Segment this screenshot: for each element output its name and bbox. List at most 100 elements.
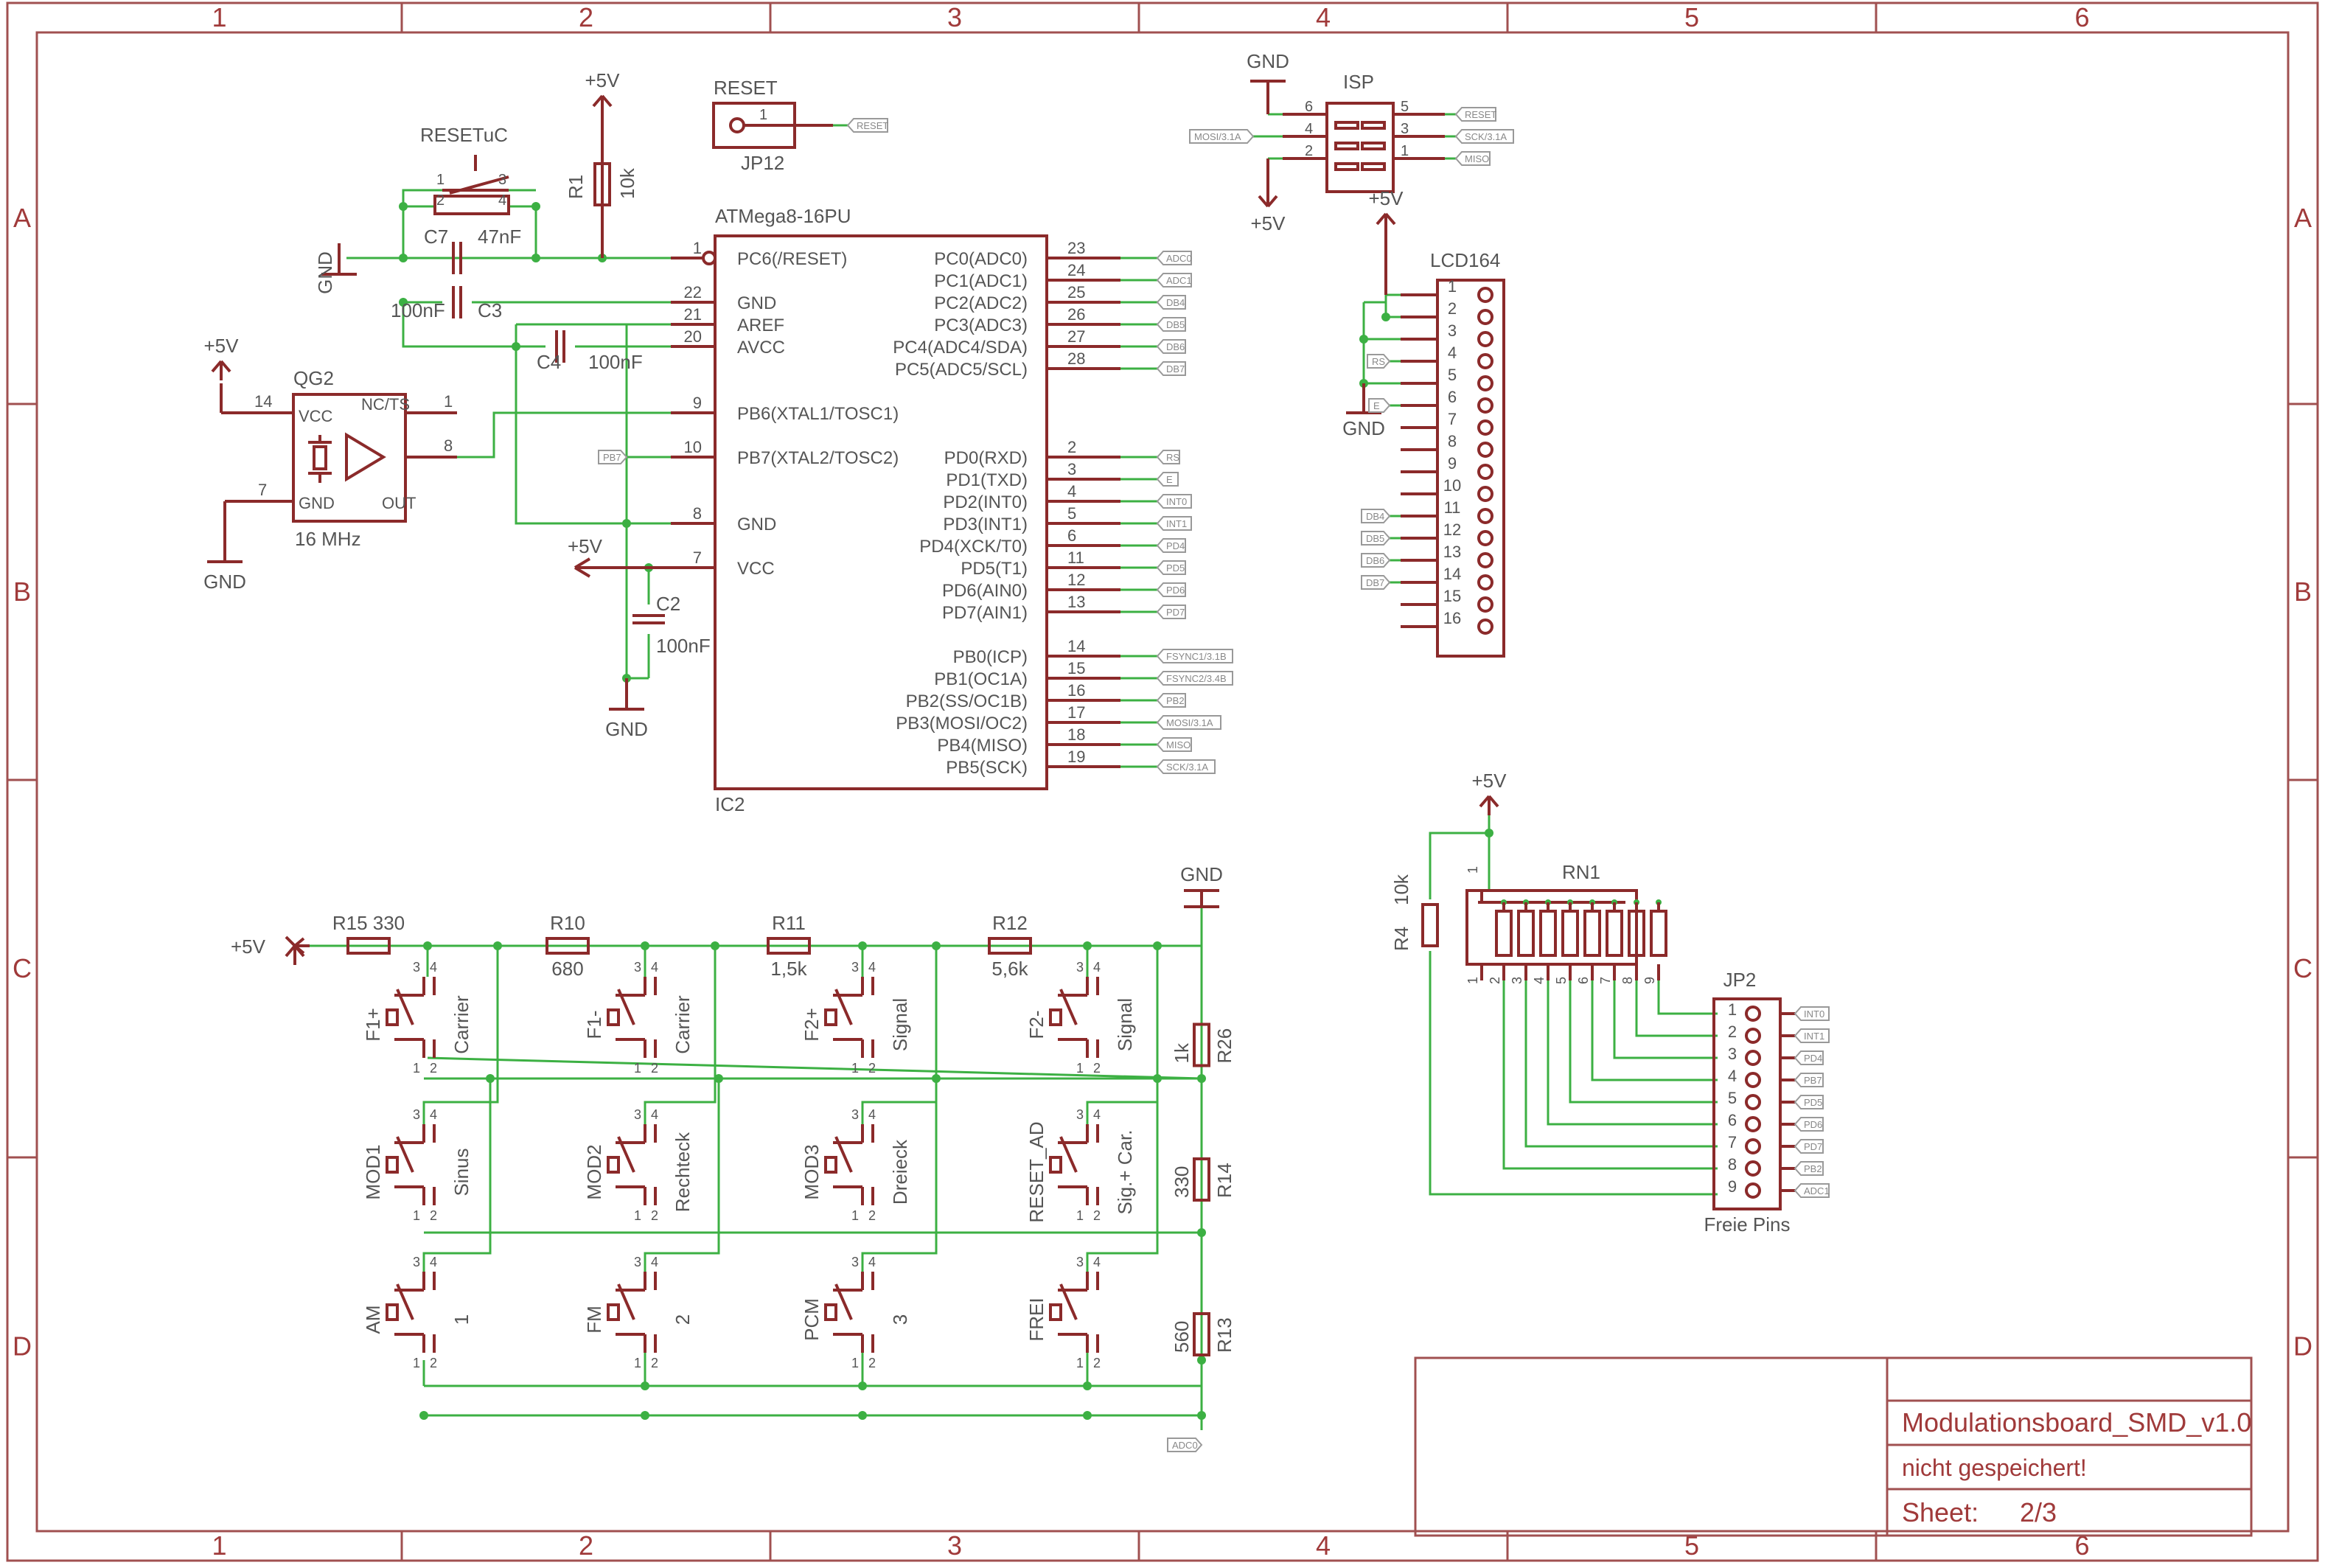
switch-name: MOD2 <box>583 1144 605 1199</box>
rn1-pin-num: 3 <box>1510 977 1524 984</box>
rn1-pin-num: 9 <box>1642 977 1657 984</box>
wire <box>1086 1079 1159 1272</box>
ladder-res-name: R15 330 <box>332 912 405 934</box>
switch-label: Signal <box>889 998 911 1051</box>
jp2-pin-num: 5 <box>1728 1089 1737 1107</box>
ladder-res-value: 680 <box>551 958 583 980</box>
ladder-res <box>346 937 391 955</box>
vcc-lcd <box>1384 212 1396 226</box>
frame-col-label: 3 <box>947 2 962 32</box>
net-tag-text: RESET <box>857 120 888 131</box>
inner-frame <box>35 31 2290 1533</box>
frame-row-label: A <box>13 203 31 233</box>
junction-dot <box>714 1074 723 1083</box>
jp2-pad <box>1745 1182 1761 1199</box>
jp2-pad <box>1745 1094 1761 1110</box>
mcu-pin-num: 4 <box>1067 482 1076 501</box>
net-tag-text: ADC1 <box>1166 275 1192 286</box>
jp2-net-tag <box>1794 1050 1824 1065</box>
net-tag-text: DB4 <box>1166 297 1185 308</box>
mcu-net-tag <box>1156 361 1186 376</box>
wire <box>515 324 671 525</box>
switch <box>834 1136 853 1173</box>
mcu-pin-num: 14 <box>1067 637 1085 655</box>
mcu-pin-name: PD5(T1) <box>961 559 1028 579</box>
net-tag-text: SCK/3.1A <box>1166 762 1208 773</box>
ladder-res-name: R11 <box>772 912 806 934</box>
junction-dot <box>486 1074 495 1083</box>
r4-name: R4 <box>1390 927 1412 951</box>
isp-pin-num: 3 <box>1401 121 1409 137</box>
mcu-net-tag <box>1156 693 1186 708</box>
mcu-pin-name: PC3(ADC3) <box>934 316 1028 335</box>
switch-label: Carrier <box>672 995 694 1054</box>
rn1-res <box>1561 910 1579 957</box>
mcu-net-tag <box>1156 494 1192 509</box>
net-tag-text: PD5 <box>1166 562 1185 574</box>
lcd-net-tag <box>1361 553 1391 568</box>
sw-pin: 1 <box>851 1061 859 1076</box>
ladder-res-name: R12 <box>992 912 1028 934</box>
sw-pin: 2 <box>651 1061 658 1076</box>
mcu-pin-name: PD3(INT1) <box>943 515 1028 534</box>
net-tag-text: PD4 <box>1166 540 1185 551</box>
frame-col-label: 1 <box>212 2 226 32</box>
mcu-pin-num: 20 <box>684 327 702 346</box>
sw-pin: 3 <box>634 1255 641 1269</box>
jp12-pin: 1 <box>759 107 767 123</box>
lcd-pin-num: 8 <box>1448 432 1457 450</box>
rn1-pin-num: 1 <box>1465 977 1480 984</box>
mcu-pin-name: VCC <box>737 559 775 579</box>
net-tag-text: E <box>1373 400 1380 411</box>
lcd-pad <box>1477 442 1493 458</box>
vcc-rn1 <box>1479 795 1491 808</box>
switch-act <box>1049 1156 1062 1174</box>
mcu-pin-name: PD0(RXD) <box>944 448 1028 468</box>
mcu-pin-name: PD6(AIN0) <box>942 581 1028 601</box>
net-tag-text: PB7 <box>1804 1075 1822 1086</box>
net-tag-text: INT1 <box>1804 1031 1824 1042</box>
outer-frame <box>6 1 2319 1562</box>
net-tag-text: PD5 <box>1804 1097 1822 1108</box>
frame-col-label: 5 <box>1684 1530 1699 1561</box>
isp-pad <box>1361 162 1386 171</box>
wire <box>644 946 717 1124</box>
lcd-pad <box>1477 419 1493 436</box>
rn1 <box>1465 889 1638 966</box>
c4-name: C4 <box>537 351 561 373</box>
mcu-pin-num: 13 <box>1067 593 1085 611</box>
switch-act <box>386 1008 399 1026</box>
junction-dot <box>711 941 719 950</box>
net-tag-text: MOSI/3.1A <box>1194 131 1241 142</box>
r1-value: 10k <box>616 167 638 199</box>
isp-gnd-label: GND <box>1247 50 1289 72</box>
vres-name: R14 <box>1213 1163 1235 1198</box>
lcd-pin-num: 3 <box>1448 321 1457 340</box>
mcu-pin-num: 19 <box>1067 748 1085 766</box>
vcc-mcu-label: +5V <box>568 535 603 557</box>
lcd-pin-num: 15 <box>1443 587 1461 605</box>
title-box <box>1414 1356 2253 1537</box>
ladder-vres <box>1193 1157 1210 1202</box>
sw-pin: 1 <box>634 1356 641 1370</box>
isp-pad <box>1361 121 1386 130</box>
frame-col-label: 6 <box>2074 2 2089 32</box>
mcu-pin-num: 27 <box>1067 327 1085 346</box>
net-tag-text: PD4 <box>1804 1053 1822 1064</box>
reset-switch-box <box>433 195 510 215</box>
junction-dot <box>531 202 540 211</box>
switch-name: F1+ <box>362 1008 384 1042</box>
sw-pin: 4 <box>1093 960 1101 975</box>
net-tag-text: FSYNC1/3.1B <box>1166 651 1227 662</box>
lcd-net-tag <box>1361 575 1391 590</box>
switch <box>396 1283 414 1320</box>
lcd-pin-num: 5 <box>1448 366 1457 384</box>
net-tag-text: RS <box>1372 356 1385 367</box>
wire <box>427 1056 1202 1080</box>
sw-pin: 2 <box>1093 1356 1101 1370</box>
sw-pin: 2 <box>651 1356 658 1370</box>
jp2-footer: Freie Pins <box>1704 1213 1790 1236</box>
mcu-pin-num: 26 <box>1067 305 1085 324</box>
lcd-pin-num: 2 <box>1448 299 1457 318</box>
